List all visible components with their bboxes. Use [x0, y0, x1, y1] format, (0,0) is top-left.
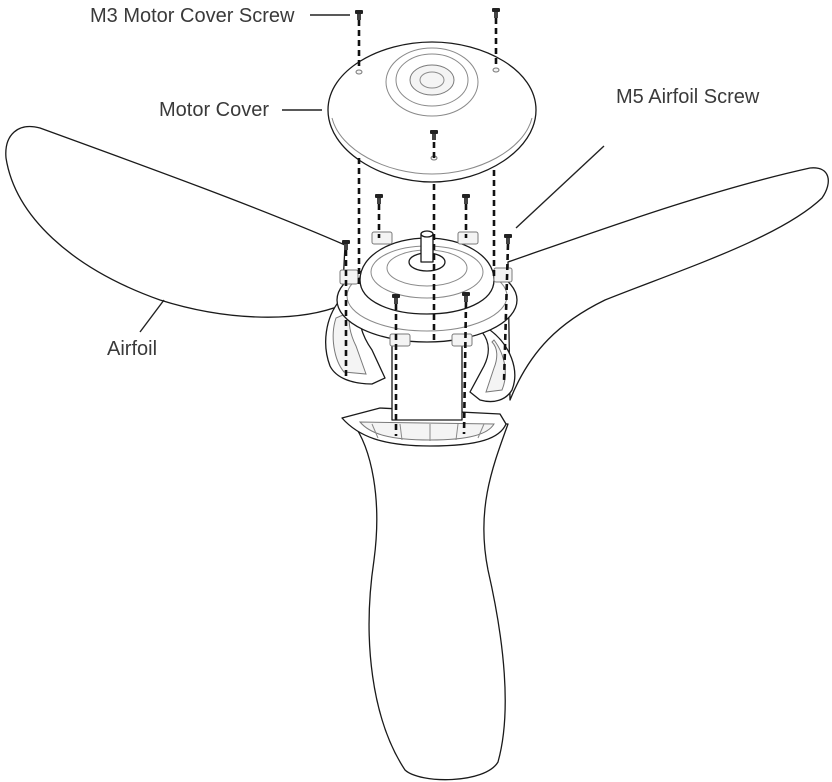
airfoil-right: [507, 167, 829, 401]
screws: [342, 8, 512, 304]
m3-screw-2: [492, 8, 500, 18]
m3-screw-1: [355, 10, 363, 20]
m5-screw-6: [462, 292, 470, 302]
label-m3-motor-cover-screw: M3 Motor Cover Screw: [90, 5, 295, 27]
assembly-guides: [344, 18, 510, 436]
m5-screw-3: [342, 240, 350, 250]
leader-lines: [139, 14, 605, 333]
m5-screw-5: [392, 294, 400, 304]
airfoil-blades: [5, 126, 829, 781]
m3-screw-3: [430, 130, 438, 140]
label-airfoil: Airfoil: [107, 338, 157, 360]
label-m5-airfoil-screw: M5 Airfoil Screw: [616, 86, 760, 108]
airfoil-bottom: [351, 421, 509, 781]
label-motor-cover: Motor Cover: [159, 99, 269, 121]
airfoil-left: [5, 126, 346, 318]
m5-screw-4: [504, 234, 512, 244]
motor-cover-part: [327, 41, 537, 183]
motor-assembly: [325, 230, 518, 421]
m5-screw-2: [462, 194, 470, 204]
m5-screw-1: [375, 194, 383, 204]
